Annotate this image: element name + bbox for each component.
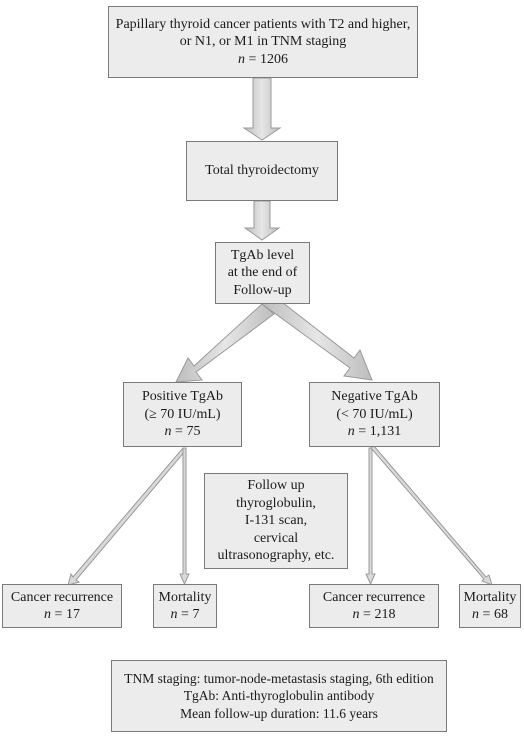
pos-recurrence-n-value: = 17 <box>54 607 80 622</box>
negative-count: n = 1,131 <box>348 423 401 441</box>
surgery-box: Total thyroidectomy <box>186 141 338 201</box>
tgab-level-box: TgAb level at the end of Follow-up <box>215 242 310 304</box>
neg-recurrence-n-value: = 218 <box>363 607 396 622</box>
arrow-surgery-to-tgab <box>243 200 281 241</box>
tgab-line3: Follow-up <box>233 282 292 298</box>
positive-line1: Positive TgAb <box>141 389 224 405</box>
arrow-positive-to-mortality <box>179 447 190 586</box>
arrow-positive-to-recurrence <box>67 447 187 586</box>
neg-recurrence-n-label: n <box>352 607 360 622</box>
negative-line1: Negative TgAb <box>331 389 418 405</box>
patients-line1: Papillary thyroid cancer patients with T… <box>115 16 411 32</box>
neg-recurrence-box: Cancer recurrence n = 218 <box>309 584 439 628</box>
pos-mortality-n-value: = 7 <box>181 607 200 622</box>
neg-mortality-n-value: = 68 <box>482 607 508 622</box>
positive-n-value: = 75 <box>175 424 201 440</box>
patients-n-label: n <box>238 51 246 67</box>
patients-line2: or N1, or M1 in TNM staging <box>179 34 347 50</box>
patients-count: n = 1206 <box>238 51 288 69</box>
footnote-box: TNM staging: tumor-node-metastasis stagi… <box>111 660 447 732</box>
positive-n-label: n <box>164 424 172 440</box>
footnote-line2: TgAb: Anti-thyroglobulin antibody <box>183 688 375 704</box>
arrow-negative-to-recurrence <box>365 447 376 586</box>
negative-n-label: n <box>347 424 355 440</box>
followup-line5: ultrasonography, etc. <box>217 548 335 564</box>
followup-box: Follow up thyroglobulin, I-131 scan, cer… <box>204 473 348 569</box>
negative-line2: (< 70 IU/mL) <box>336 406 413 422</box>
patients-box: Papillary thyroid cancer patients with T… <box>108 6 418 78</box>
pos-recurrence-label: Cancer recurrence <box>10 589 114 605</box>
arrow-patients-to-surgery <box>242 77 282 141</box>
pos-recurrence-n-label: n <box>44 607 52 622</box>
neg-recurrence-count: n = 218 <box>353 606 396 624</box>
neg-mortality-n-label: n <box>472 607 480 622</box>
followup-line4: cervical <box>253 530 299 546</box>
negative-n-value: = 1,131 <box>358 424 402 440</box>
followup-line1: Follow up <box>247 478 305 494</box>
footnote-line1: TNM staging: tumor-node-metastasis stagi… <box>124 670 434 686</box>
positive-count: n = 75 <box>165 423 201 441</box>
arrow-tgab-to-negative <box>261 295 373 381</box>
tgab-line1: TgAb level <box>230 247 295 263</box>
pos-mortality-n-label: n <box>170 607 178 622</box>
neg-mortality-box: Mortality n = 68 <box>459 584 521 628</box>
neg-mortality-label: Mortality <box>463 589 517 605</box>
pos-recurrence-box: Cancer recurrence n = 17 <box>2 584 122 628</box>
pos-mortality-count: n = 7 <box>171 606 200 624</box>
arrow-negative-to-mortality <box>370 445 493 586</box>
neg-mortality-count: n = 68 <box>472 606 508 624</box>
pos-recurrence-count: n = 17 <box>44 606 80 624</box>
footnote-line3: Mean follow-up duration: 11.6 years <box>180 705 378 721</box>
neg-recurrence-label: Cancer recurrence <box>322 589 426 605</box>
pos-mortality-box: Mortality n = 7 <box>153 584 217 628</box>
arrow-tgab-to-positive <box>175 303 275 383</box>
followup-line3: I-131 scan, <box>244 513 308 529</box>
pos-mortality-label: Mortality <box>158 589 212 605</box>
positive-line2: (≥ 70 IU/mL) <box>144 406 221 422</box>
tgab-line2: at the end of <box>227 265 298 281</box>
patients-n-value: = 1206 <box>248 51 288 67</box>
negative-tgab-box: Negative TgAb (< 70 IU/mL) n = 1,131 <box>309 382 440 447</box>
followup-line2: thyroglobulin, <box>236 495 316 511</box>
surgery-label: Total thyroidectomy <box>205 163 319 179</box>
positive-tgab-box: Positive TgAb (≥ 70 IU/mL) n = 75 <box>123 382 242 447</box>
